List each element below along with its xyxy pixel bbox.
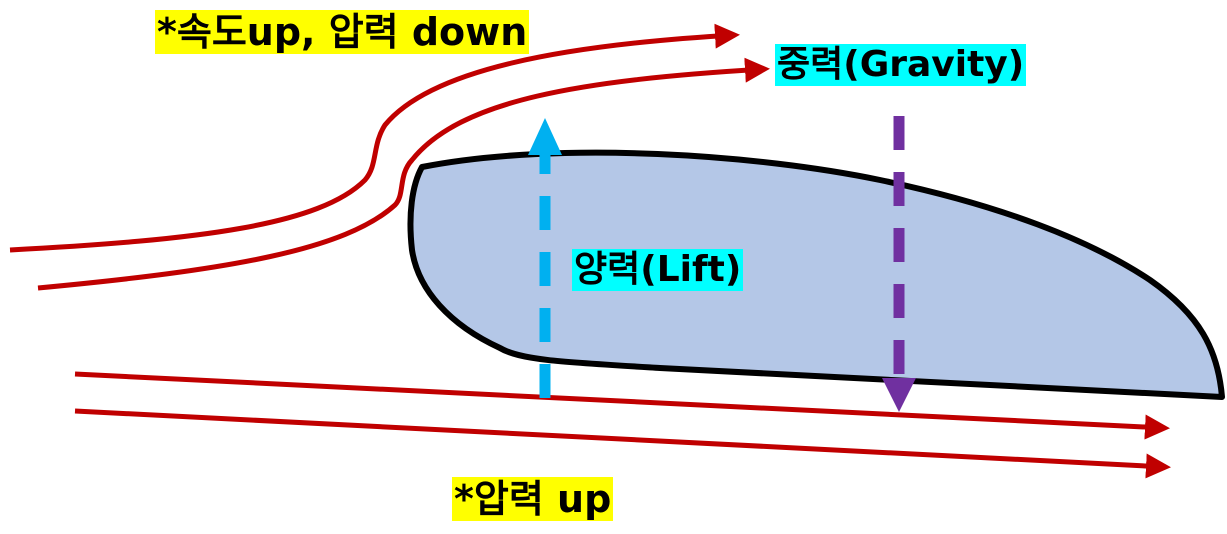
top-flow-label: *속도up, 압력 down	[155, 10, 530, 54]
gravity-label: 중력(Gravity)	[775, 44, 1027, 86]
lift-arrow	[528, 118, 562, 398]
airfoil-shape	[407, 149, 1225, 400]
gravity-arrow	[882, 116, 916, 412]
lower-streamline-1	[74, 371, 1170, 440]
upper-streamline-2	[37, 57, 770, 291]
upper-streamline-1	[9, 23, 740, 253]
bottom-flow-label: *압력 up	[452, 477, 614, 521]
lower-streamline-2	[74, 408, 1171, 479]
lift-label: 양력(Lift)	[572, 249, 744, 291]
